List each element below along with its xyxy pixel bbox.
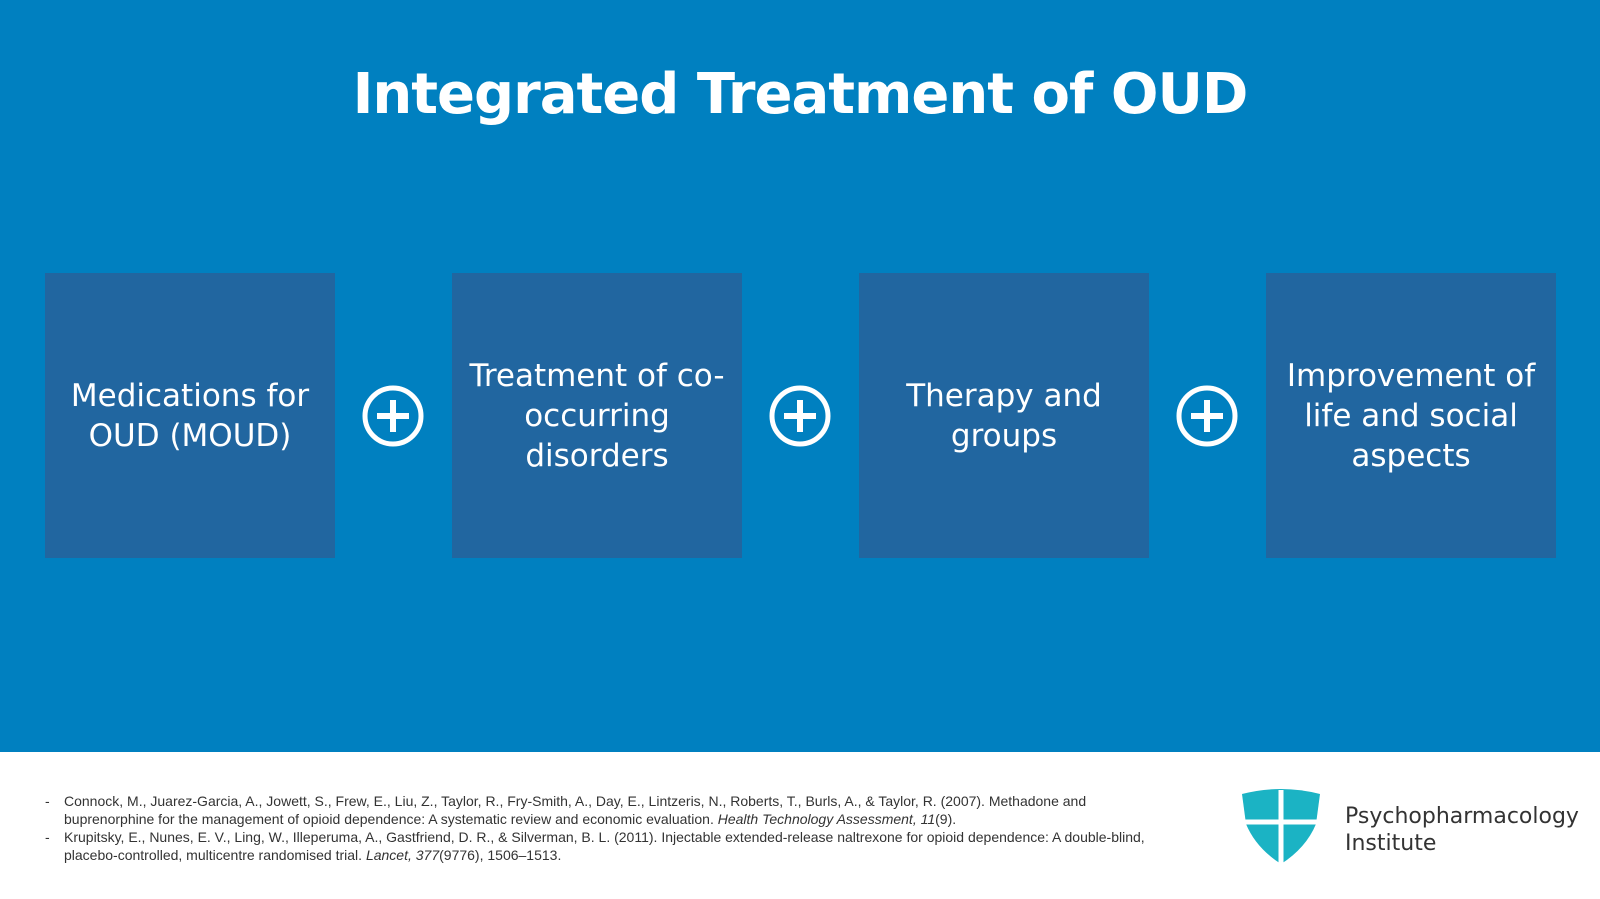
slide-title: Integrated Treatment of OUD — [352, 62, 1249, 127]
brand-line2: Institute — [1345, 831, 1437, 856]
box-moud: Medications for OUD (MOUD) — [45, 273, 335, 558]
box-life-social: Improvement of life and social aspects — [1266, 273, 1556, 558]
plus-icon — [769, 385, 831, 447]
box-therapy: Therapy and groups — [859, 273, 1149, 558]
brand-line1: Psychopharmacology — [1345, 804, 1579, 829]
box-co-occurring: Treatment of co-occurring disorders — [452, 273, 742, 558]
plus-icon — [362, 385, 424, 447]
plus-icon — [1176, 385, 1238, 447]
reference-item: -Connock, M., Juarez-Garcia, A., Jowett,… — [45, 793, 1087, 827]
references: -Connock, M., Juarez-Garcia, A., Jowett,… — [45, 792, 1145, 864]
brand-name: Psychopharmacology Institute — [1345, 803, 1579, 857]
reference-item: -Krupitsky, E., Nunes, E. V., Ling, W., … — [45, 829, 1145, 863]
shield-logo-icon — [1242, 789, 1320, 864]
